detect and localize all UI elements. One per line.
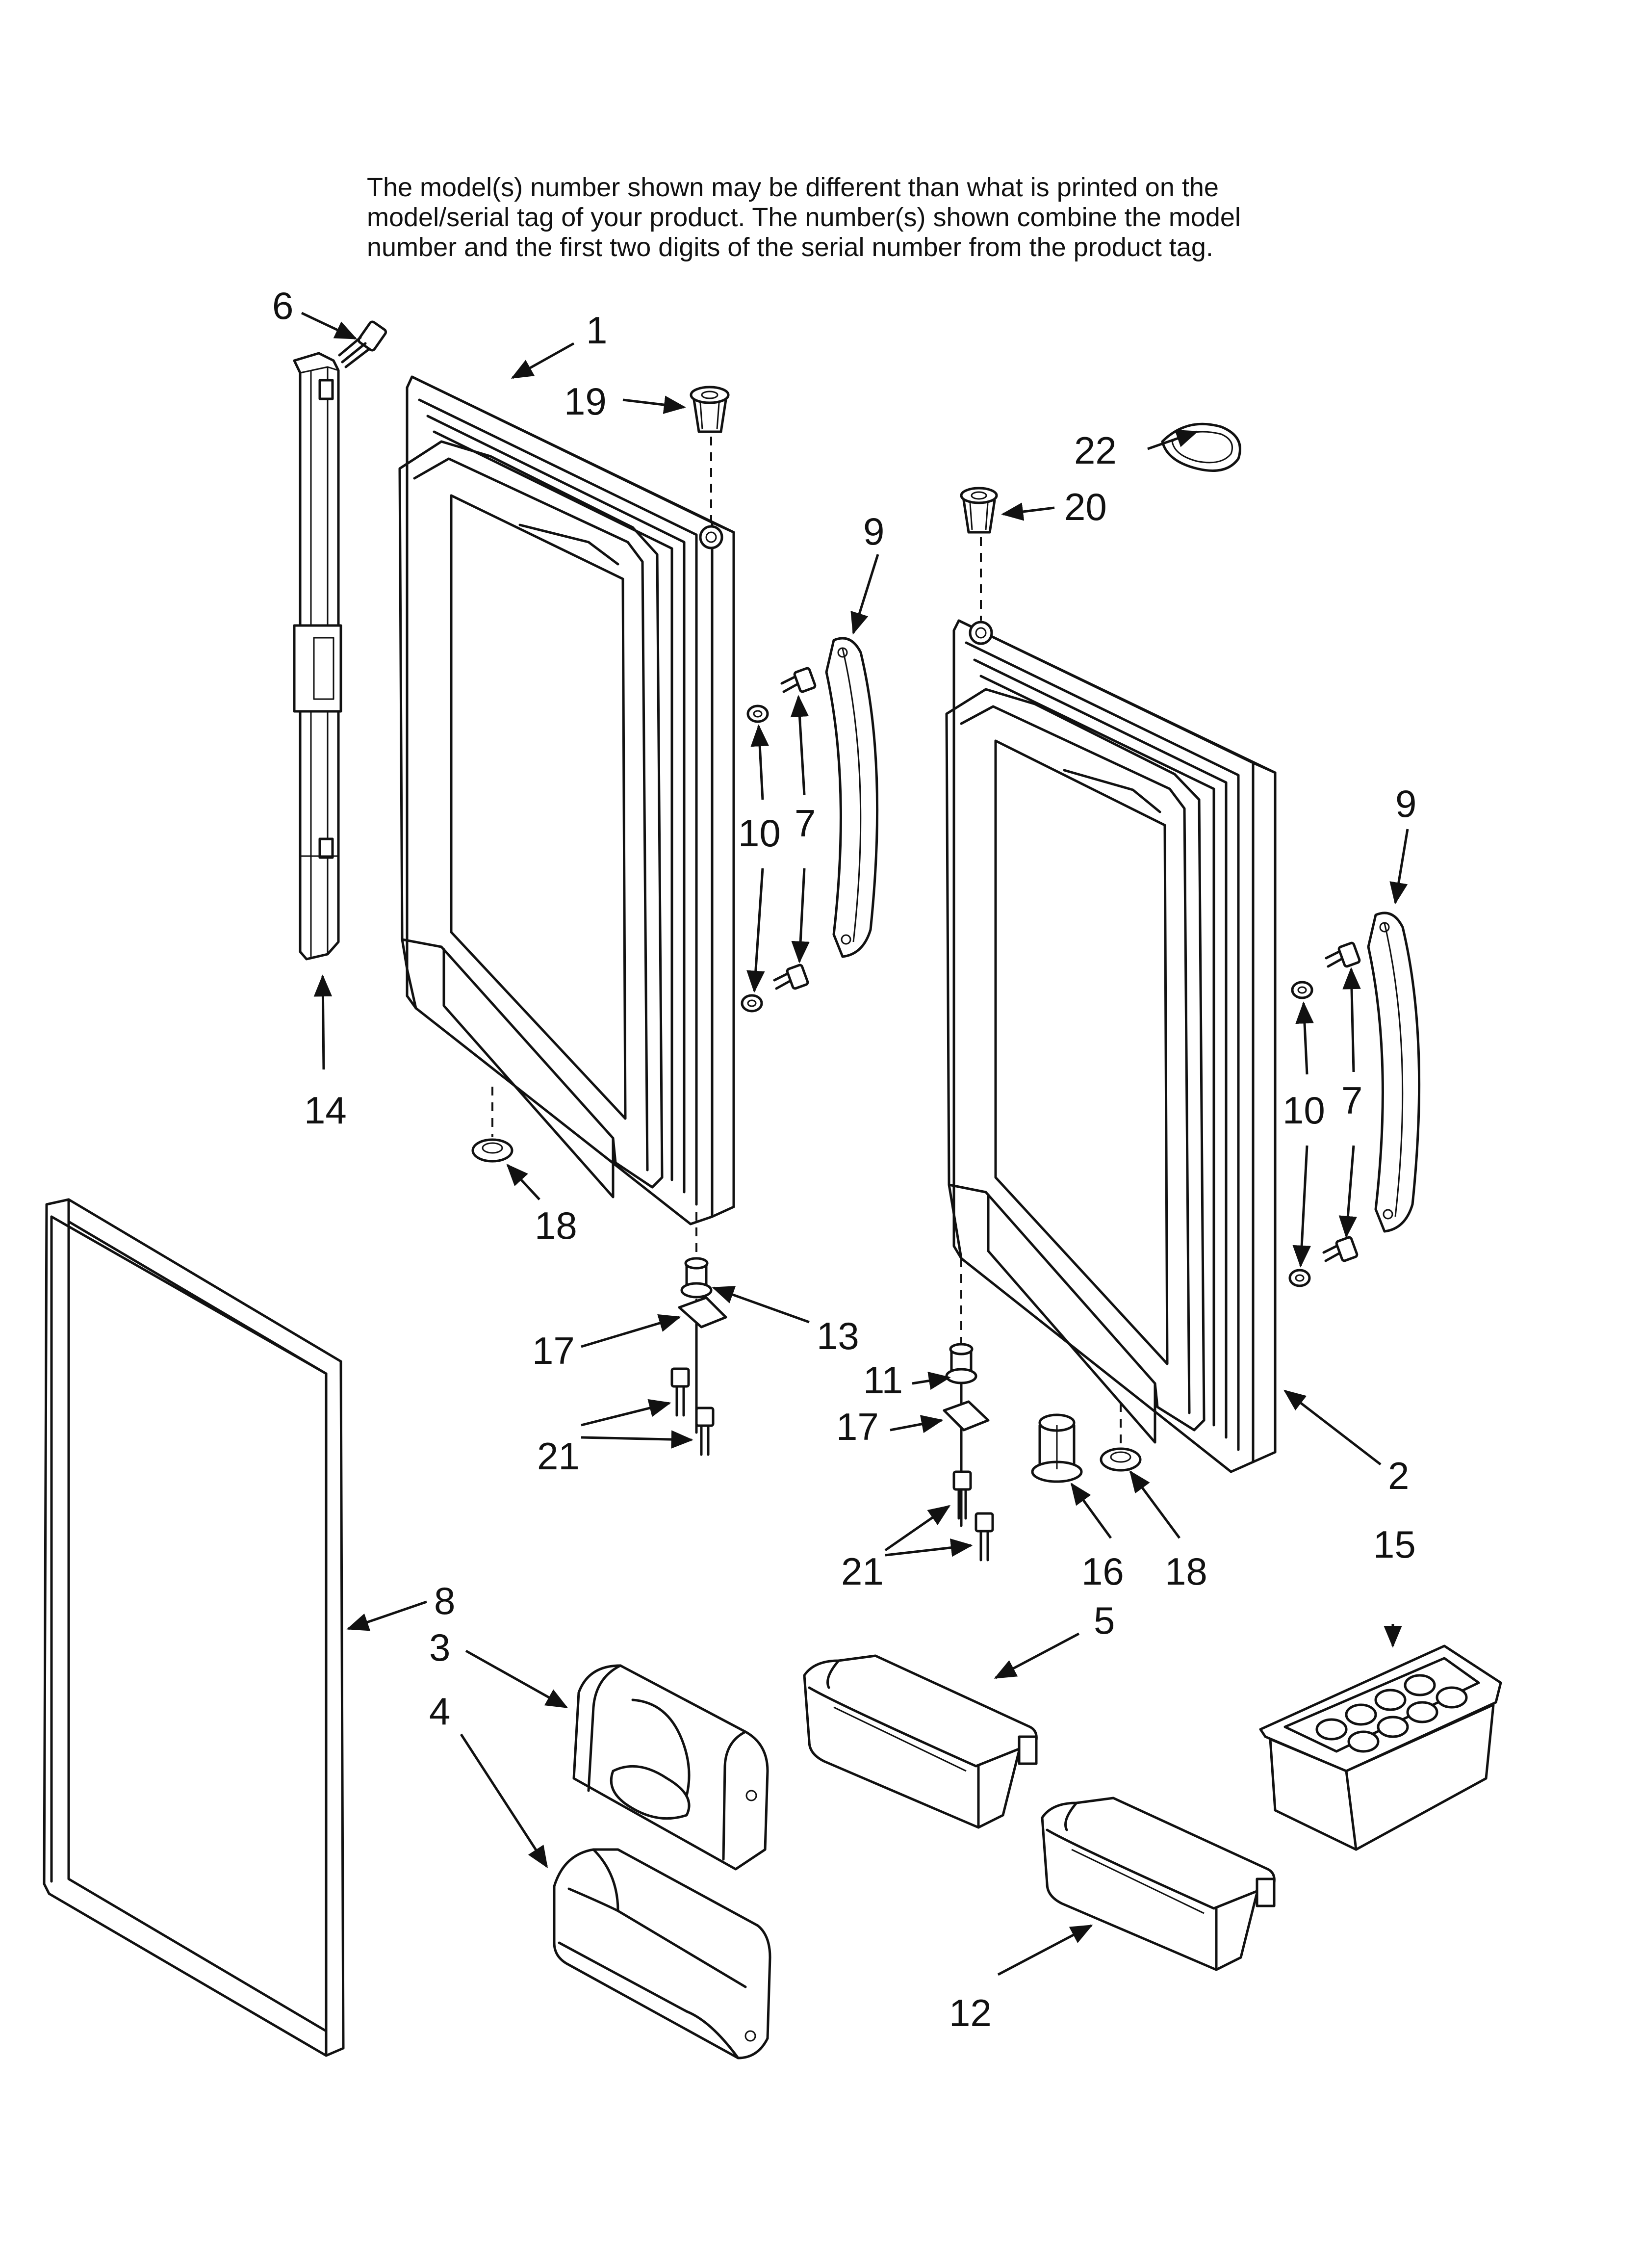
callout-10-left: 10 — [738, 811, 781, 855]
hinge-bushing-top-right — [960, 487, 998, 534]
hinge-pin-left — [680, 1257, 713, 1299]
callout-17-left: 17 — [532, 1329, 575, 1372]
hinge-pin-right — [945, 1343, 977, 1384]
callout-7-left: 7 — [795, 802, 816, 845]
callout-1: 1 — [586, 309, 607, 352]
right-handle-screws-and-spacers — [1288, 941, 1361, 1287]
leader-lines — [301, 312, 1409, 1976]
hinge-bushing-top-left — [690, 386, 730, 433]
callout-13: 13 — [817, 1314, 859, 1357]
left-door — [398, 375, 735, 1225]
callout-3: 3 — [429, 1626, 450, 1669]
callout-9-left: 9 — [863, 510, 884, 553]
door-bin-upper — [803, 1654, 1038, 1829]
callout-16: 16 — [1081, 1550, 1124, 1593]
callout-10-right: 10 — [1283, 1089, 1325, 1132]
egg-tray — [1259, 1644, 1502, 1851]
hinge-screws-right — [952, 1470, 994, 1562]
grommet-gasket — [1161, 422, 1241, 472]
door-gasket — [43, 1198, 345, 2057]
hinge-bracket-right — [943, 1400, 990, 1432]
callout-15: 15 — [1373, 1523, 1416, 1566]
right-door-handle — [1367, 912, 1421, 1233]
callout-2: 2 — [1388, 1454, 1409, 1497]
callout-9-right: 9 — [1395, 782, 1416, 825]
callout-17-right: 17 — [836, 1405, 879, 1448]
door-bin-lower — [1041, 1797, 1276, 1971]
callout-18-left: 18 — [535, 1204, 577, 1247]
door-closing-cam — [1031, 1413, 1083, 1483]
callout-labels: 1 6 19 22 20 9 9 10 7 10 7 14 18 13 17 2… — [272, 284, 1416, 2034]
callout-5: 5 — [1094, 1599, 1115, 1642]
left-door-handle — [825, 637, 879, 958]
hinge-screw — [338, 320, 387, 368]
hinge-cover-strip — [293, 352, 342, 961]
note-line-1: The model(s) number shown may be differe… — [367, 173, 1219, 202]
callout-21-left: 21 — [537, 1434, 580, 1478]
dairy-compartment-door — [572, 1664, 769, 1871]
left-handle-screws-and-spacers — [741, 667, 817, 1013]
hinge-bracket-left — [678, 1296, 727, 1329]
callout-11: 11 — [863, 1358, 903, 1402]
right-door — [945, 619, 1277, 1473]
callout-19: 19 — [564, 380, 607, 423]
callout-21-right: 21 — [841, 1550, 884, 1593]
callout-7-right: 7 — [1341, 1079, 1362, 1122]
dairy-compartment-bin — [553, 1848, 771, 2059]
note-line-2: model/serial tag of your product. The nu… — [367, 203, 1241, 232]
model-number-note: The model(s) number shown may be differe… — [367, 173, 1377, 262]
door-bushing-bottom-right — [1100, 1447, 1142, 1472]
callout-18-right: 18 — [1165, 1550, 1207, 1593]
callout-6: 6 — [272, 284, 293, 327]
note-line-3: number and the first two digits of the s… — [367, 233, 1213, 262]
callout-12: 12 — [949, 1991, 992, 2034]
callout-20: 20 — [1064, 485, 1107, 528]
door-bushing-bottom-left — [471, 1138, 513, 1163]
callout-22: 22 — [1074, 429, 1117, 472]
callout-8: 8 — [434, 1579, 455, 1622]
hinge-screws-left — [670, 1367, 715, 1456]
callout-4: 4 — [429, 1690, 450, 1733]
callout-14: 14 — [304, 1089, 347, 1132]
